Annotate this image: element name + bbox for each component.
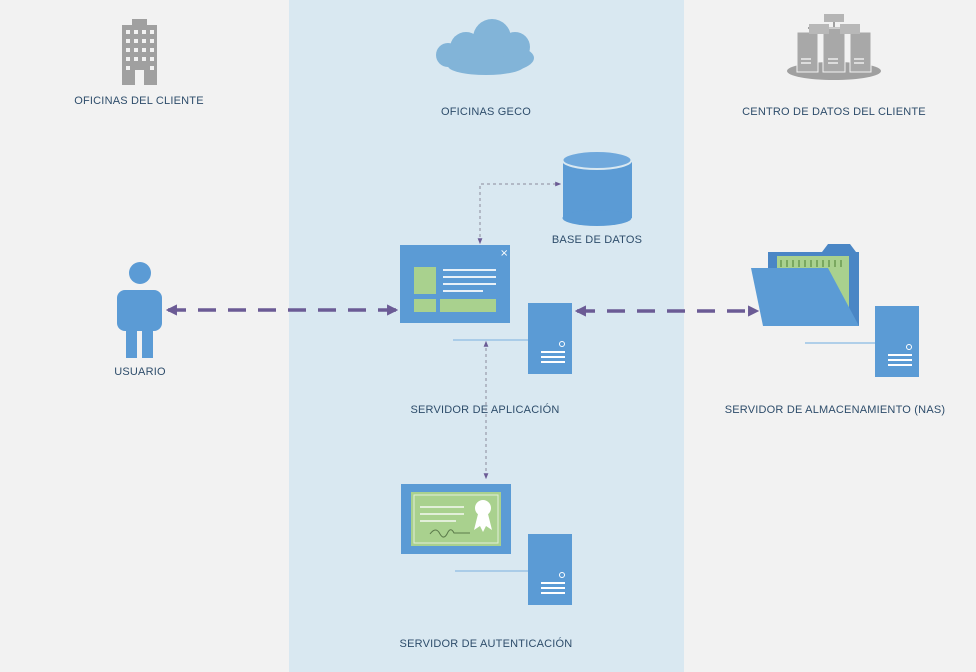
zone-label-client-datacenter: CENTRO DE DATOS DEL CLIENTE — [742, 106, 926, 118]
user-icon — [117, 262, 162, 358]
datacenter-icon — [787, 14, 881, 80]
folder-icon — [751, 244, 859, 326]
label-user: USUARIO — [114, 366, 166, 378]
label-nas-server: SERVIDOR DE ALMACENAMIENTO (NAS) — [725, 404, 946, 416]
zone-label-geco-offices: OFICINAS GECO — [441, 106, 531, 118]
zone-label-client-offices: OFICINAS DEL CLIENTE — [74, 95, 204, 107]
server-icon — [528, 303, 572, 374]
connector-app-database — [477, 181, 562, 245]
certificate-icon — [401, 484, 511, 554]
database-icon — [561, 150, 633, 226]
cloud-icon — [436, 19, 534, 75]
building-icon — [122, 19, 157, 85]
app-window-icon: × — [400, 245, 510, 323]
label-database: BASE DE DATOS — [552, 234, 642, 246]
zone-middle — [289, 0, 684, 672]
label-app-server: SERVIDOR DE APLICACIÓN — [410, 403, 559, 416]
close-icon: × — [500, 248, 508, 259]
zone-right — [684, 0, 976, 672]
label-auth-server: SERVIDOR DE AUTENTICACIÓN — [400, 637, 573, 650]
server-icon — [875, 306, 919, 377]
server-icon — [528, 534, 572, 605]
